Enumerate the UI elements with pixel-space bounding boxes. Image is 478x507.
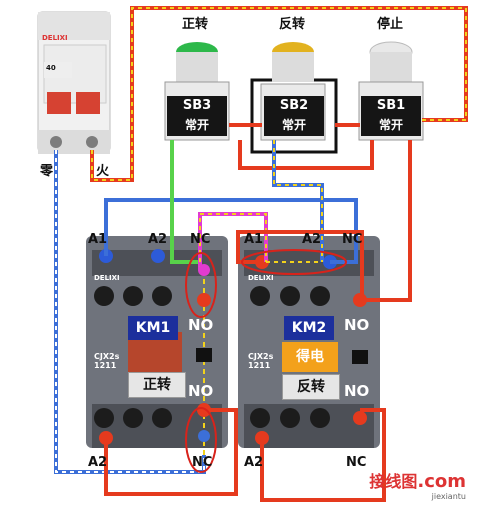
live-label: 火 xyxy=(96,164,110,179)
km2-model: CJX2s 1211 xyxy=(248,352,274,370)
km1-brand: DELIXI xyxy=(94,274,120,282)
highlight-km2-a1a2 xyxy=(241,249,347,275)
sb1-label-plate: SB1 常开 xyxy=(361,96,421,136)
km1-a1-label: A1 xyxy=(88,232,108,247)
km1-direction-plate: 正转 xyxy=(128,372,186,398)
watermark-site: 接线图 xyxy=(369,472,418,491)
watermark: 接线图.com jiexiantu xyxy=(369,468,466,501)
km2-brand: DELIXI xyxy=(248,274,274,282)
km1-nc-top-label: NC xyxy=(190,232,211,247)
highlight-km1-nc-bottom xyxy=(185,407,217,473)
watermark-domain: .com xyxy=(417,471,466,492)
km2-no-low-label: NO xyxy=(344,382,370,400)
km1-a2-bottom-label: A2 xyxy=(88,455,108,470)
wire-km2-a1 xyxy=(236,230,364,300)
watermark-sub: jiexiantu xyxy=(431,492,466,501)
neutral-label: 零 xyxy=(40,164,54,179)
wire-a1-bus xyxy=(104,198,358,264)
km1-no-mid-label: NO xyxy=(188,316,214,334)
circuit-breaker xyxy=(37,11,111,154)
km2-a2-bottom-label: A2 xyxy=(244,455,264,470)
km1-name-plate: KM1 xyxy=(128,316,178,340)
breaker-brand: DELIXI xyxy=(42,34,68,42)
wire-green xyxy=(170,140,198,264)
highlight-km1-nc xyxy=(185,252,217,318)
sb3-type: 常开 xyxy=(184,118,209,132)
sb2-type: 常开 xyxy=(281,118,306,132)
sb1-code: SB1 xyxy=(376,98,406,113)
km2-a1-label: A1 xyxy=(244,232,264,247)
breaker-rating: 40 xyxy=(46,64,56,72)
sb3-code: SB3 xyxy=(182,98,212,113)
wire-right-red xyxy=(364,140,412,302)
wire-bottom-red-1 xyxy=(104,408,238,496)
km1-model: CJX2s 1211 xyxy=(94,352,120,370)
km2-nc-top-label: NC xyxy=(342,232,363,247)
sb1-title: 停止 xyxy=(377,17,404,32)
km2-direction-plate: 反转 xyxy=(282,374,340,400)
km2-nc-bottom-label: NC xyxy=(346,455,367,470)
wire-bottom-red-2 xyxy=(260,408,386,502)
km1-a2-top-label: A2 xyxy=(148,232,168,247)
wire-sb1-down xyxy=(238,140,374,170)
sb3-label-plate: SB3 常开 xyxy=(167,96,227,136)
km2-energized-badge: 得电 xyxy=(282,342,338,372)
km2-no-mid-label: NO xyxy=(344,316,370,334)
sb1-type: 常开 xyxy=(378,118,403,132)
sb2-code: SB2 xyxy=(279,98,309,113)
km2-name-plate: KM2 xyxy=(284,316,334,340)
sb2-label-plate: SB2 常开 xyxy=(264,96,324,136)
km2-a2-top-label: A2 xyxy=(302,232,322,247)
km1-no-low-label: NO xyxy=(188,382,214,400)
km1-nc-bottom-label: NC xyxy=(192,455,213,470)
sb3-title: 正转 xyxy=(182,17,209,32)
sb2-title: 反转 xyxy=(279,17,306,32)
